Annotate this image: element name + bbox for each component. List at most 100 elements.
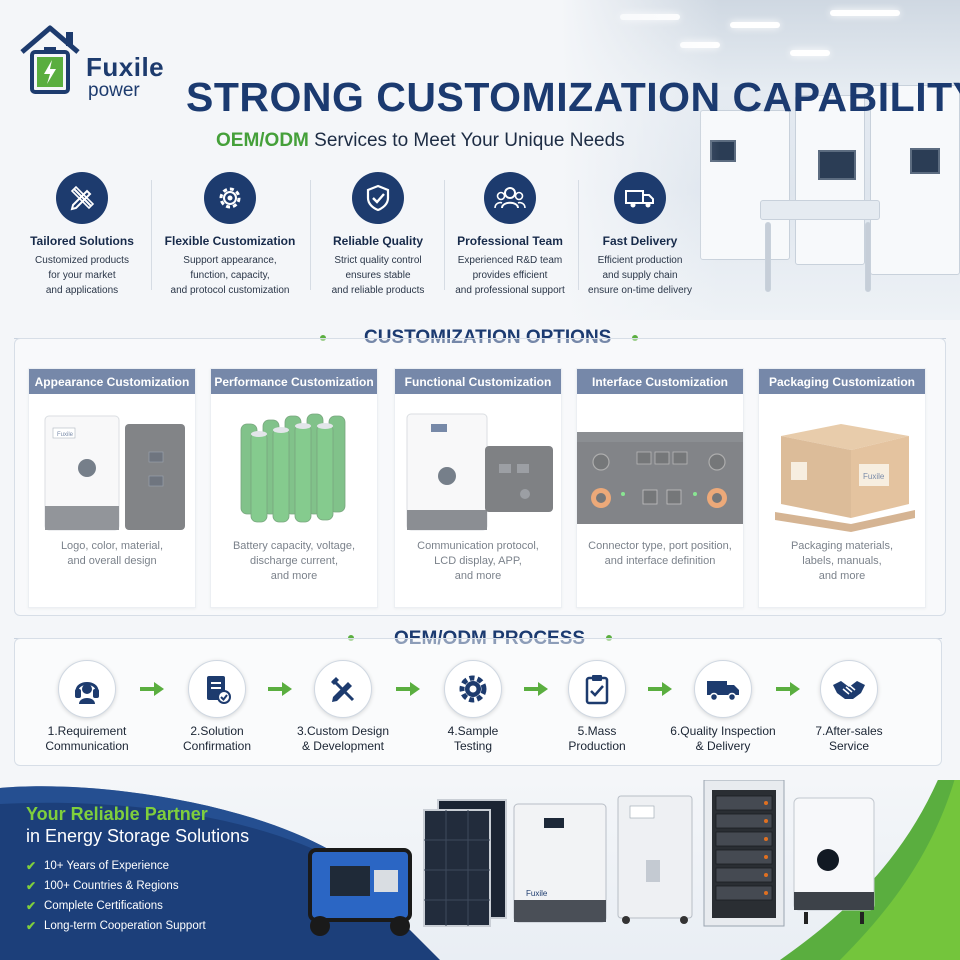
option-card-appearance: Appearance Customization Fuxile Logo, co… <box>28 368 196 608</box>
gear-icon <box>444 660 502 718</box>
process-step-2: 2.Solution Confirmation <box>158 660 276 754</box>
point-text: Long-term Cooperation Support <box>44 920 206 932</box>
list-item: ✔10+ Years of Experience <box>26 856 206 876</box>
feature-reliable-quality: Reliable Quality Strict quality control … <box>308 170 448 300</box>
options-frame <box>14 338 946 616</box>
feature-tailored-solutions: Tailored Solutions Customized products f… <box>12 170 152 300</box>
check-icon: ✔ <box>26 879 37 893</box>
feature-professional-team: Professional Team Experienced R&D team p… <box>440 170 580 300</box>
process-step-3: 3.Custom Design & Development <box>284 660 402 754</box>
feature-desc: Customized products for your market and … <box>35 255 129 296</box>
arrow-right-icon <box>396 682 420 696</box>
point-text: 100+ Countries & Regions <box>44 880 179 892</box>
process-step-4: 4.Sample Testing <box>414 660 532 754</box>
solar-panels-product <box>423 799 507 927</box>
factory-background-image <box>560 0 960 320</box>
feature-fast-delivery: Fast Delivery Efficient production and s… <box>570 170 710 300</box>
partner-title: in Energy Storage Solutions <box>26 826 250 846</box>
partner-title-accent: Your Reliable Partner <box>26 804 208 824</box>
brand-name: Fuxile <box>86 52 165 82</box>
page-title: STRONG CUSTOMIZATION CAPABILITY <box>186 74 960 120</box>
shield-check-icon <box>352 172 404 224</box>
process-step-1: 1.Requirement Communication <box>28 660 146 754</box>
product-lineup-image: Fuxile <box>308 780 875 936</box>
battery-rack-product <box>703 780 785 927</box>
page-subtitle: OEM/ODM Services to Meet Your Unique Nee… <box>216 130 625 152</box>
feature-desc: Experienced R&D team provides efficient … <box>455 255 565 296</box>
feature-flexible-customization: Flexible Customization Support appearanc… <box>160 170 300 300</box>
option-desc: Battery capacity, voltage, discharge cur… <box>232 540 356 582</box>
svg-text:Fuxile: Fuxile <box>863 472 885 481</box>
step-label: 4.Sample Testing <box>447 724 499 753</box>
svg-text:Fuxile: Fuxile <box>526 889 548 898</box>
inverter-product <box>793 797 875 924</box>
partner-points: ✔10+ Years of Experience ✔100+ Countries… <box>26 856 206 936</box>
feature-title: Tailored Solutions <box>30 234 134 248</box>
list-item: ✔ Complete Certifications <box>26 896 206 916</box>
brand-tagline: power <box>88 80 140 101</box>
option-card-performance: Performance Customization <box>210 368 378 608</box>
arrow-right-icon <box>140 682 164 696</box>
process-step-6: 6.Quality Inspection & Delivery <box>664 660 782 754</box>
clipboard-check-icon <box>568 660 626 718</box>
step-label: 2.Solution Confirmation <box>182 724 252 753</box>
check-icon: ✔ <box>26 899 37 913</box>
truck-icon <box>694 660 752 718</box>
connector-panel-image <box>577 394 743 539</box>
step-label: 1.Requirement Communication <box>45 724 129 753</box>
cardboard-box-image: Fuxile <box>759 394 925 539</box>
point-text: 10+ Years of Experience <box>44 860 169 872</box>
document-check-icon <box>188 660 246 718</box>
battery-cells-image <box>211 394 377 539</box>
battery-cabinet-product <box>617 795 693 924</box>
option-desc: Packaging materials, labels, manuals, an… <box>790 540 894 582</box>
feature-title: Fast Delivery <box>602 234 678 248</box>
feature-title: Flexible Customization <box>164 234 296 248</box>
arrow-right-icon <box>268 682 292 696</box>
subtitle-accent: OEM/ODM <box>216 130 309 151</box>
step-label: 6.Quality Inspection & Delivery <box>670 724 776 753</box>
feature-desc: Support appearance, function, capacity, … <box>170 255 290 296</box>
house-battery-icon <box>20 25 80 94</box>
section-heading-options: CUSTOMIZATION OPTIONS <box>364 327 612 348</box>
inverter-units-image: Fuxile <box>29 394 195 539</box>
step-label: 5.Mass Production <box>568 724 626 753</box>
inverter-and-module-image <box>395 394 561 539</box>
option-card-interface: Interface Customization Connector typ <box>576 368 744 608</box>
feature-title: Reliable Quality <box>332 234 424 248</box>
process-step-7: 7.After-sales Service <box>790 660 908 754</box>
subtitle-rest: Services to Meet Your Unique Needs <box>308 130 625 151</box>
process-step-5: 5.Mass Production <box>538 660 656 754</box>
arrow-right-icon <box>776 682 800 696</box>
generator-product <box>308 848 412 936</box>
option-desc: Logo, color, material, and overall desig… <box>60 540 164 567</box>
option-title: Packaging Customization <box>759 369 925 394</box>
headset-icon <box>58 660 116 718</box>
feature-title: Professional Team <box>457 234 563 248</box>
pencil-ruler-icon <box>56 172 108 224</box>
check-icon: ✔ <box>26 919 37 933</box>
arrow-right-icon <box>648 682 672 696</box>
team-icon <box>484 172 536 224</box>
feature-row: Tailored Solutions Customized products f… <box>12 170 712 300</box>
svg-text:Fuxile: Fuxile <box>57 432 74 438</box>
step-label: 7.After-sales Service <box>815 724 883 753</box>
wall-battery-product: Fuxile <box>513 803 607 923</box>
list-item: ✔ Long-term Cooperation Support <box>26 916 206 936</box>
feature-desc: Strict quality control ensures stable an… <box>331 255 425 296</box>
point-text: Complete Certifications <box>44 900 163 912</box>
brand-logo: Fuxile power <box>16 22 166 102</box>
option-title: Performance Customization <box>211 369 377 394</box>
option-title: Interface Customization <box>577 369 743 394</box>
option-title: Functional Customization <box>395 369 561 394</box>
list-item: ✔ 100+ Countries & Regions <box>26 876 206 896</box>
option-title: Appearance Customization <box>29 369 195 394</box>
step-label: 3.Custom Design & Development <box>296 724 390 753</box>
handshake-icon <box>820 660 878 718</box>
gear-icon <box>204 172 256 224</box>
option-card-packaging: Packaging Customization Fuxile Packaging… <box>758 368 926 608</box>
feature-desc: Efficient production and supply chain en… <box>588 255 692 296</box>
option-card-functional: Functional Customization Communication p… <box>394 368 562 608</box>
option-desc: Connector type, port position, and inter… <box>588 540 732 567</box>
